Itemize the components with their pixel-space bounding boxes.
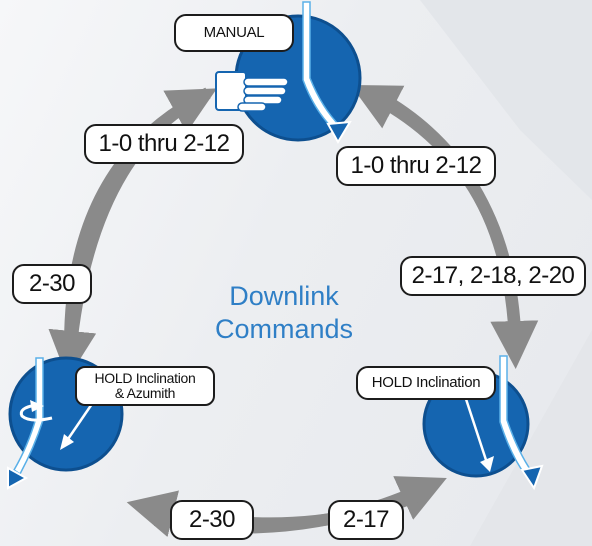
command-label-bottom-right: 2-17 (328, 500, 404, 540)
node-hold-incl-az-label: HOLD Inclination & Azumith (75, 366, 215, 406)
node-hold-incl-label: HOLD Inclination (356, 366, 496, 400)
downward-arrow-icon (302, 1, 352, 144)
command-label-right-top: 1-0 thru 2-12 (336, 146, 496, 186)
node-hold-incl-az-label-line1: HOLD Inclination (94, 370, 196, 387)
diagram-title-line1: Downlink (229, 281, 339, 311)
hand-icon (215, 71, 289, 112)
background-facet (420, 0, 592, 200)
background-facet (470, 330, 592, 546)
command-label-bottom-left: 2-30 (170, 500, 254, 540)
node-manual-label: MANUAL (174, 14, 294, 52)
command-label-left-top: 1-0 thru 2-12 (84, 124, 244, 164)
diagram-title-line2: Commands (214, 314, 354, 344)
command-label-left-mid: 2-30 (12, 264, 92, 304)
diagram-title: Downlink Commands (196, 280, 372, 346)
downward-arrow-icon (463, 355, 544, 491)
node-hold-incl-az-label-line2: & Azumith (114, 385, 176, 401)
command-label-right-mid: 2-17, 2-18, 2-20 (400, 256, 586, 296)
arrow-manual-to-hold-az (48, 87, 211, 379)
